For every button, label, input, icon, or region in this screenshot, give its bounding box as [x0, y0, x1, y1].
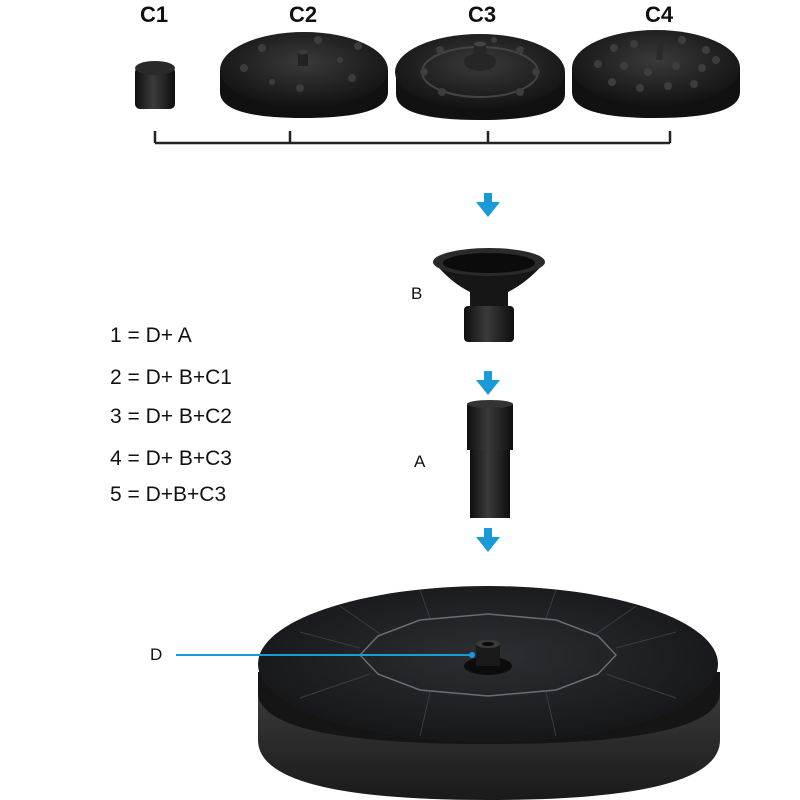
combination-item: 3 = D+ B+C2 — [110, 405, 232, 428]
label-part-a: A — [414, 452, 426, 471]
nozzle-c3-part — [395, 34, 565, 120]
label-part-b: B — [411, 284, 423, 303]
combination-item: 1 = D+ A — [110, 324, 192, 347]
part-b-funnel — [433, 248, 545, 342]
nozzle-c4-part — [572, 30, 740, 118]
arrow-down-3 — [476, 528, 500, 552]
nozzle-c2-part — [220, 32, 388, 118]
arrow-down-2 — [476, 371, 500, 395]
combination-item: 2 = D+ B+C1 — [110, 366, 232, 389]
combination-item: 4 = D+ B+C3 — [110, 447, 232, 470]
label-c3: C3 — [468, 2, 497, 27]
label-c4: C4 — [645, 2, 674, 27]
nozzle-c1-part — [135, 61, 175, 109]
combination-item: 5 = D+B+C3 — [110, 483, 227, 506]
label-c2: C2 — [289, 2, 318, 27]
part-d-solar-base — [258, 586, 720, 800]
label-c1: C1 — [140, 2, 169, 27]
part-a-tube — [467, 400, 513, 518]
arrow-down-1 — [476, 193, 500, 217]
label-part-d: D — [150, 645, 163, 664]
part-d-pointer — [176, 652, 475, 658]
nozzle-bracket — [153, 131, 672, 145]
